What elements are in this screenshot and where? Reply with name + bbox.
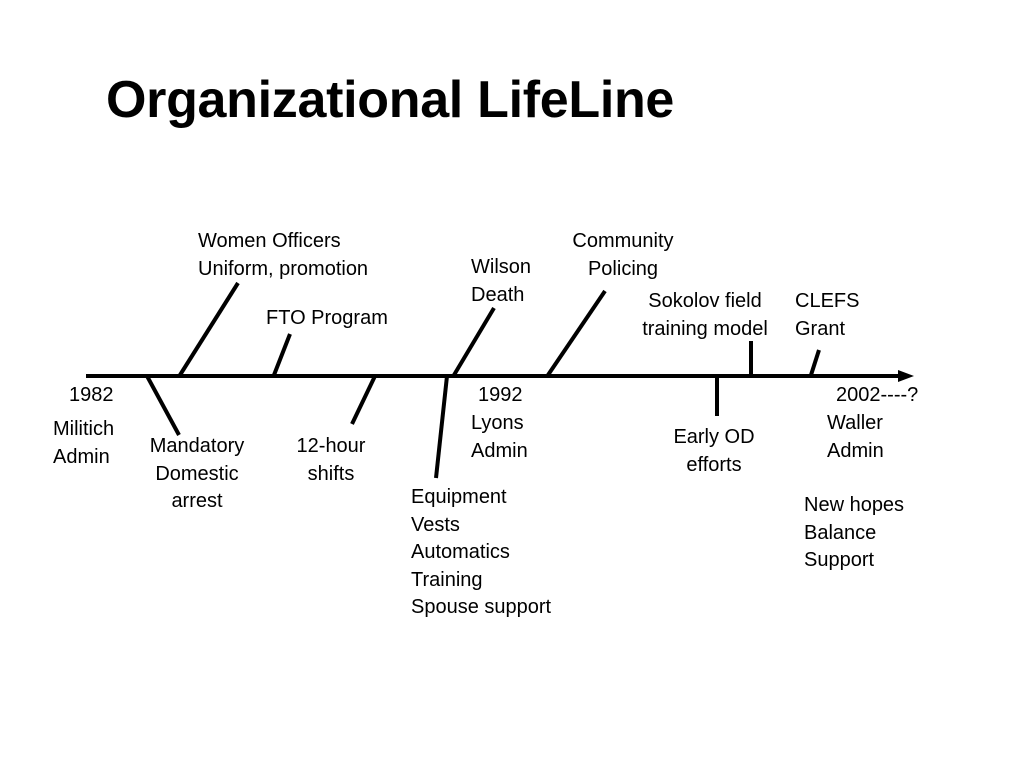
event-new-hopes: New hopes Balance Support (804, 492, 904, 575)
year-label-start: 1982 (69, 384, 114, 406)
event-label-line: Spouse support (411, 596, 552, 618)
event-label-line: Waller (827, 412, 883, 434)
event-waller: Waller Admin (827, 410, 884, 465)
event-early-od: Early OD efforts (654, 424, 774, 479)
event-fto-program: FTO Program (266, 305, 388, 333)
year-label-middle: 1992 (478, 384, 523, 406)
branch-twelve-hour (350, 375, 377, 425)
page-title: Organizational LifeLine (106, 71, 675, 129)
event-label-line: efforts (686, 453, 742, 476)
event-label-line: Equipment (411, 486, 507, 508)
event-label-line: New hopes (804, 494, 905, 516)
event-sokolov: Sokolov field training model (630, 288, 780, 343)
event-label-line: Admin (53, 445, 110, 468)
event-label-line: CLEFS (795, 290, 860, 312)
event-label-line: Death (471, 283, 525, 306)
event-label-line: Wilson (471, 256, 532, 278)
event-lyons: Lyons Admin (471, 410, 528, 465)
event-label-line: Women Officers (198, 230, 341, 252)
event-label-line: Early OD (673, 426, 755, 448)
event-label-line: Militich (53, 418, 115, 440)
event-label-line: Training (411, 568, 483, 591)
event-twelve-hour: 12-hour shifts (280, 433, 382, 488)
event-label-line: Policing (587, 257, 659, 280)
event-clefs: CLEFS Grant (795, 288, 859, 343)
event-label-line: Mandatory (149, 435, 245, 457)
event-label-line: Admin (827, 439, 884, 462)
branch-fto-program (272, 333, 292, 376)
branch-community-policing (546, 289, 607, 377)
event-label-line: Automatics (411, 541, 510, 563)
branch-clefs (809, 349, 821, 376)
event-women-officers: Women Officers Uniform, promotion (198, 228, 368, 283)
event-mandatory-arrest: Mandatory Domestic arrest (137, 433, 257, 516)
event-label-line: 12-hour (296, 435, 366, 457)
event-label-line: FTO Program (266, 307, 388, 329)
branch-wilson-death (452, 306, 496, 377)
event-label-line: Domestic (155, 462, 239, 485)
year-label-end: 2002----? (836, 384, 919, 406)
event-label-line: training model (642, 317, 768, 340)
event-label-line: Admin (471, 439, 528, 462)
arrow-head-icon (898, 370, 914, 382)
event-label-line: shifts (307, 462, 355, 485)
branch-equipment (434, 375, 449, 479)
event-label-line: Balance (804, 521, 877, 544)
event-militich: Militich Admin (53, 416, 114, 471)
event-label-line: Sokolov field (648, 290, 762, 312)
event-label-line: arrest (171, 490, 223, 512)
event-equipment: Equipment Vests Automatics Training Spou… (411, 484, 551, 622)
event-wilson-death: Wilson Death (471, 254, 531, 309)
branch-mandatory-arrest (145, 375, 181, 436)
event-label-line: Support (804, 549, 875, 571)
event-label-line: Uniform, promotion (198, 257, 369, 280)
event-label-line: Lyons (471, 412, 524, 434)
event-label-line: Community (572, 230, 674, 252)
event-label-line: Vests (411, 513, 460, 536)
event-community-policing: Community Policing (562, 228, 684, 283)
branch-women-officers (178, 281, 240, 377)
event-label-line: Grant (795, 317, 846, 340)
